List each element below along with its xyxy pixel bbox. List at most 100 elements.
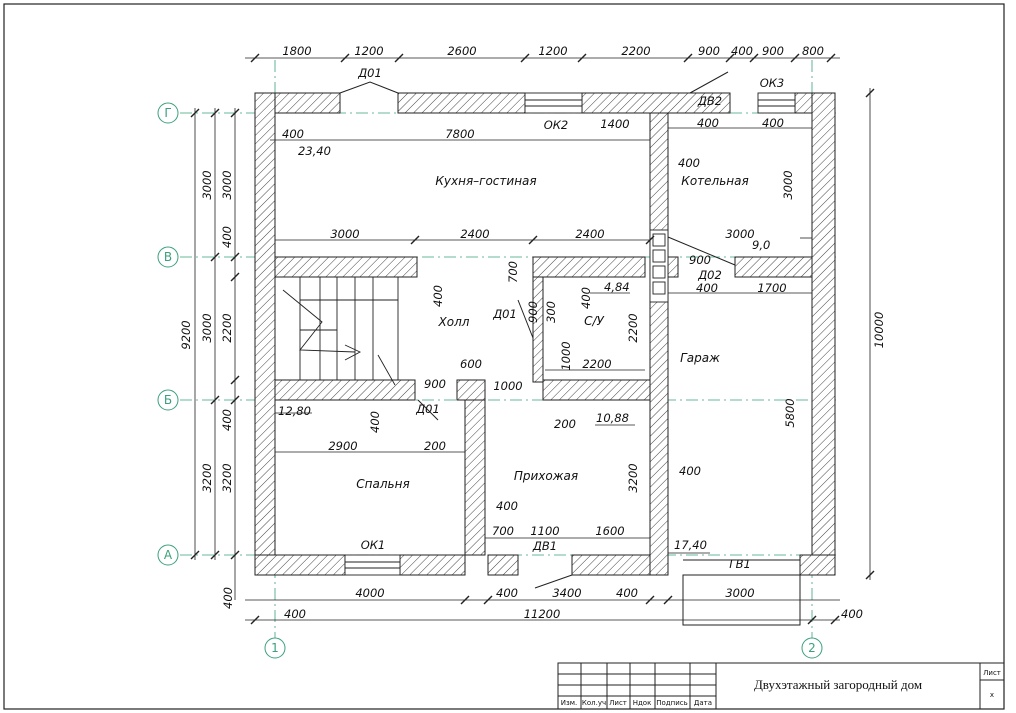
dim-bottom-4: 400 [616,586,638,600]
dim-hall-1000: 1000 [493,379,522,393]
dimension-ticks [190,53,875,625]
dim-left-mid-1: 3000 [200,170,214,199]
area-kitchen: 23,40 [298,144,331,158]
dim-hall-600: 600 [460,357,482,371]
dim-bottom-row-3: 1600 [595,524,624,538]
area-entry: 10,88 [596,411,629,425]
title-col-3: Лист [609,699,627,707]
area-garage: 17,40 [674,538,707,552]
dim-mid-2: 2400 [460,227,489,241]
dim-boiler-left: 400 [697,116,719,130]
dim-top-4: 1200 [538,44,567,58]
dim-garage-1700: 1700 [757,281,786,295]
room-kitchen: Кухня–гостиная [435,174,536,188]
sheet-value: х [990,691,994,699]
windows [344,92,796,576]
dim-garage-900: 900 [689,253,711,267]
dim-bottom-6: 400 [284,607,306,621]
dim-mid-3: 2400 [575,227,604,241]
dim-bed-2900: 2900 [328,439,357,453]
dim-bottom-row-2: 1100 [530,524,559,538]
dim-entry-400b: 400 [496,499,518,513]
title-col-4: Ндок [633,699,652,707]
doors [339,71,801,626]
dim-boiler-right: 400 [762,116,784,130]
dim-left-total: 9200 [179,320,193,349]
dim-mid-4: 3000 [725,227,754,241]
area-hall: 12,80 [278,404,311,418]
dim-left-inner-3: 2200 [220,313,234,342]
dim-mid-1: 3000 [330,227,359,241]
area-wc: 4,84 [604,280,630,294]
dim-wc-1000-vertical: 1000 [559,341,573,370]
dim-wc-400: 400 [579,287,593,309]
opening-d01-bed: Д01 [415,402,440,416]
dim-top-9: 800 [802,44,824,58]
dim-wc-700: 700 [506,261,520,283]
opening-gv1: ГВ1 [729,557,751,571]
dim-right-total: 10000 [872,312,886,349]
room-bedroom: Спальня [356,477,409,491]
dim-left-mid-3: 3200 [200,463,214,492]
drawing-title: Двухэтажный загородный дом [754,677,922,692]
dim-boiler-wall: 400 [678,156,700,170]
dim-kitchen-wall: 400 [282,127,304,141]
opening-ok2: ОК2 [544,118,569,132]
dim-garage-5800: 5800 [783,398,797,427]
walls [254,92,836,576]
axis-label-a: А [164,548,173,562]
dim-hall-900: 900 [424,377,446,391]
dim-boiler-height: 3000 [781,170,795,199]
dim-wc-2200-vertical: 2200 [626,313,640,342]
dim-top-7: 400 [731,44,753,58]
area-boiler: 9,0 [752,238,770,252]
title-col-1: Изм. [561,699,577,707]
dim-bottom-8: 400 [841,607,863,621]
dim-bottom-2: 400 [496,586,518,600]
opening-d01-top: Д01 [357,66,382,80]
dim-wc-300: 300 [544,301,558,323]
axis-label-2: 2 [808,641,816,655]
room-wc: С/У [584,314,604,328]
chimney [649,229,669,303]
dim-wc-2200-horizontal: 2200 [582,357,611,371]
axis-bubbles [157,102,823,659]
dim-bottom-5: 3000 [725,586,754,600]
dim-entry-200: 200 [554,417,576,431]
dim-bed-200: 200 [424,439,446,453]
room-hall: Холл [438,315,470,329]
axis-label-b: Б [164,393,172,407]
sheet-label: Лист [983,669,1001,677]
dim-hall-400: 400 [431,285,445,307]
title-col-6: Дата [694,699,712,707]
dim-bed-400: 400 [368,411,382,433]
room-entry: Прихожая [514,469,578,483]
staircase [282,276,399,386]
dim-bottom-7: 11200 [524,607,561,621]
opening-d02: Д02 [697,268,722,282]
title-col-5: Подпись [656,699,688,707]
dim-kitchen-width: 7800 [445,127,474,141]
axis-label-g: Г [164,106,171,120]
dim-top-2: 1200 [354,44,383,58]
dim-wc-900: 900 [526,301,540,323]
dim-entry-400: 400 [679,464,701,478]
dim-top-5: 2200 [621,44,650,58]
dim-bottom-3: 3400 [552,586,581,600]
dim-left-mid-2: 3000 [200,313,214,342]
dim-garage-400: 400 [696,281,718,295]
dim-top-6: 900 [698,44,720,58]
dim-entry-3200: 3200 [626,463,640,492]
opening-dv1: ДВ1 [532,539,557,553]
opening-ok1: ОК1 [361,538,386,552]
dim-bottom-1: 4000 [355,586,384,600]
dim-left-inner-4: 400 [220,409,234,431]
dim-left-inner-2: 400 [220,226,234,248]
dim-left-inner-1: 3000 [220,170,234,199]
dim-bottom-left: 400 [221,587,235,609]
dim-top-8: 900 [762,44,784,58]
room-boiler: Котельная [681,174,748,188]
dim-top-3: 2600 [447,44,476,58]
opening-dv2: ДВ2 [697,94,722,108]
